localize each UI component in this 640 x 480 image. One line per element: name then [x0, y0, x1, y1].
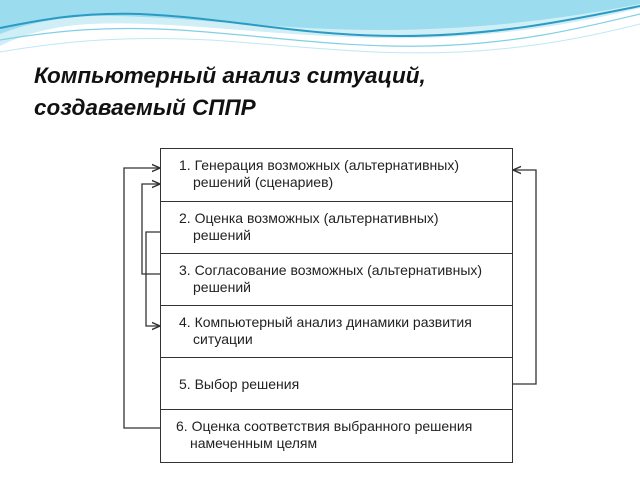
- arrow-step5-to-step1: [513, 170, 537, 385]
- step-4-line-2: ситуации: [193, 331, 253, 347]
- arrow-step6-to-step1: [123, 168, 160, 429]
- step-box-4: 4. Компьютерный анализ динамики развития…: [160, 305, 513, 358]
- step-6-line-2: намеченным целям: [190, 435, 318, 451]
- header-wave-decoration: [0, 0, 640, 54]
- arrow-step3-to-step1: [141, 184, 160, 275]
- step-4-line-1: 4. Компьютерный анализ динамики развития: [179, 314, 472, 330]
- step-box-6: 6. Оценка соответствия выбранного решени…: [160, 409, 513, 463]
- step-5-line-1: 5. Выбор решения: [179, 376, 300, 392]
- arrow-step2-to-step4: [145, 231, 160, 326]
- step-box-1: 1. Генерация возможных (альтернативных) …: [160, 148, 513, 202]
- step-box-3: 3. Согласование возможных (альтернативны…: [160, 253, 513, 306]
- slide-title-line-2: создаваемый СППР: [34, 95, 256, 120]
- step-1-line-1: 1. Генерация возможных (альтернативных): [179, 157, 460, 173]
- slide-title-line-1: Компьютерный анализ ситуаций,: [34, 63, 426, 88]
- step-2-line-2: решений: [193, 227, 251, 243]
- step-3-line-1: 3. Согласование возможных (альтернативны…: [179, 262, 483, 278]
- step-3-line-2: решений: [193, 279, 251, 295]
- slide-title: Компьютерный анализ ситуаций, создаваемы…: [34, 60, 426, 124]
- step-6-line-1: 6. Оценка соответствия выбранного решени…: [176, 418, 473, 434]
- step-box-5: 5. Выбор решения: [160, 357, 513, 410]
- step-box-2: 2. Оценка возможных (альтернативных) реш…: [160, 201, 513, 254]
- step-2-line-1: 2. Оценка возможных (альтернативных): [179, 210, 439, 226]
- step-1-line-2: решений (сценариев): [193, 174, 334, 190]
